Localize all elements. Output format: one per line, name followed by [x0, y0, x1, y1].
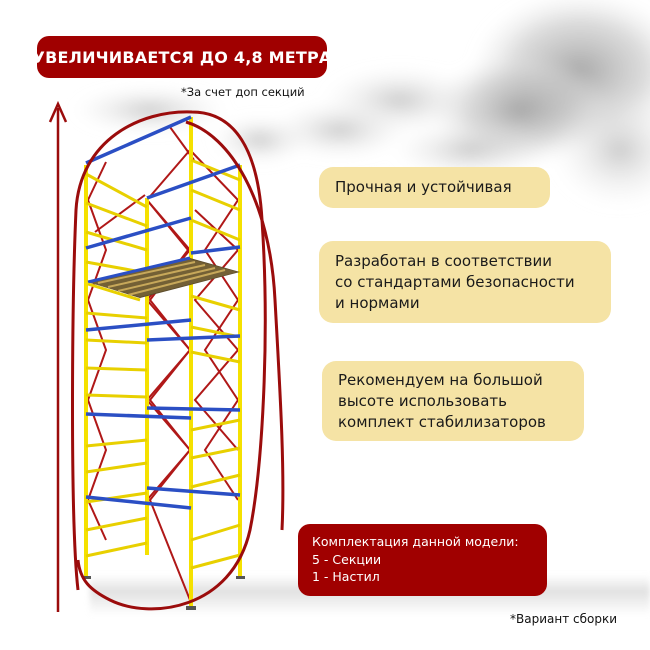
kit-contents-box: Комплектация данной модели: 5 - Секции 1…	[298, 524, 547, 596]
up-arrow-icon	[48, 100, 68, 612]
feature-card-standards: Разработан в соответствии со стандартами…	[319, 241, 611, 323]
platform-deck	[87, 256, 240, 302]
feature-text: Прочная и устойчивая	[335, 178, 512, 196]
extra-sections-note: *За счет доп секций	[181, 85, 305, 99]
feature-text: Разработан в соответствии со стандартами…	[335, 251, 575, 312]
feature-card-strength: Прочная и устойчивая	[319, 167, 550, 208]
height-outline-loop	[71, 110, 285, 611]
assembly-variant-note: *Вариант сборки	[510, 612, 618, 626]
feature-text: Рекомендуем на большой высоте использова…	[338, 370, 546, 431]
feature-card-stabilizers: Рекомендуем на большой высоте использова…	[322, 361, 584, 441]
height-badge: УВЕЛИЧИВАЕТСЯ ДО 4,8 МЕТРА	[33, 36, 331, 78]
kit-item-deck: 1 - Настил	[312, 569, 380, 584]
kit-title: Комплектация данной модели:	[312, 534, 519, 549]
kit-item-sections: 5 - Секции	[312, 552, 382, 567]
height-badge-text: УВЕЛИЧИВАЕТСЯ ДО 4,8 МЕТРА	[32, 47, 332, 67]
